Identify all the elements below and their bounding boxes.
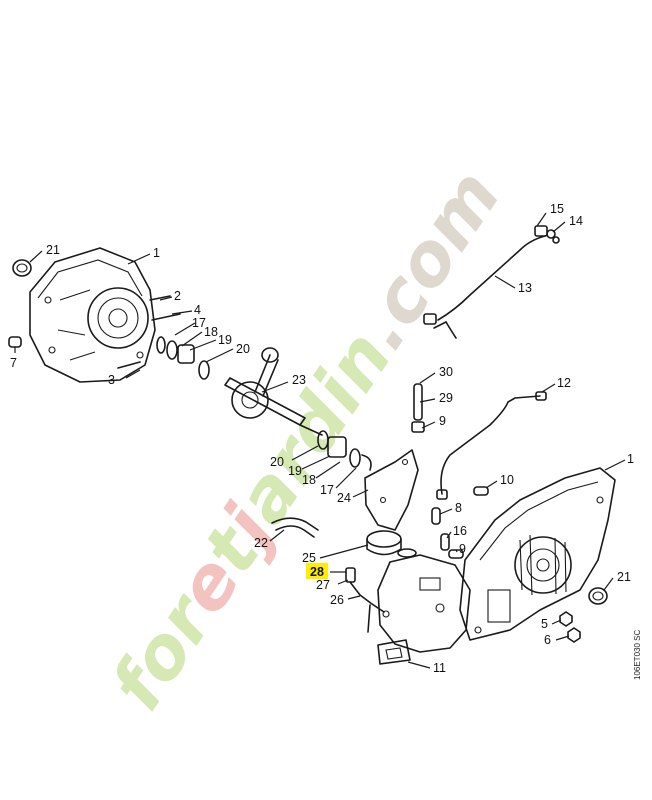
crankcase-half-left xyxy=(29,247,156,383)
pickup-line xyxy=(345,567,390,633)
callout-21-right[interactable]: 21 xyxy=(617,570,631,584)
filler-cap xyxy=(366,530,417,558)
callout-19-upper[interactable]: 19 xyxy=(218,333,232,347)
callout-29[interactable]: 29 xyxy=(439,391,453,405)
oil-seal-right xyxy=(588,587,608,605)
callout-3[interactable]: 3 xyxy=(108,373,115,387)
impulse-fitting xyxy=(411,383,425,433)
nuts xyxy=(559,611,581,643)
oil-seal-left xyxy=(12,259,32,277)
callout-19-lower[interactable]: 19 xyxy=(288,464,302,478)
fuel-line xyxy=(423,225,560,339)
watermark-text: foretjardin.com xyxy=(94,155,516,725)
callout-27[interactable]: 27 xyxy=(316,578,330,592)
callout-9-upper[interactable]: 9 xyxy=(439,414,446,428)
callout-30[interactable]: 30 xyxy=(439,365,453,379)
crankshaft xyxy=(224,347,323,436)
screws-left xyxy=(117,295,181,369)
callout-16[interactable]: 16 xyxy=(453,524,467,538)
hose xyxy=(271,517,319,538)
callout-14[interactable]: 14 xyxy=(569,214,583,228)
callout-10[interactable]: 10 xyxy=(500,473,514,487)
oil-line xyxy=(436,391,547,500)
callout-highlight xyxy=(306,563,328,579)
callout-18-upper[interactable]: 18 xyxy=(204,325,218,339)
callout-11[interactable]: 11 xyxy=(433,661,446,675)
callout-5[interactable]: 5 xyxy=(541,617,548,631)
callout-21-left[interactable]: 21 xyxy=(46,243,60,257)
watermark: foretjardin.com xyxy=(94,155,516,725)
callout-15[interactable]: 15 xyxy=(550,202,564,216)
callout-22[interactable]: 22 xyxy=(254,536,268,550)
tank-housing xyxy=(377,554,471,665)
fitting-10 xyxy=(473,486,489,496)
callout-8[interactable]: 8 xyxy=(455,501,462,515)
callout-1-right[interactable]: 1 xyxy=(627,452,634,466)
callout-6[interactable]: 6 xyxy=(544,633,551,647)
callout-labels: 21 1 2 4 17 18 19 20 7 3 23 20 19 18 17 … xyxy=(10,202,634,675)
callout-20-lower[interactable]: 20 xyxy=(270,455,284,469)
callout-4[interactable]: 4 xyxy=(194,303,201,317)
callout-23[interactable]: 23 xyxy=(292,373,306,387)
callout-7[interactable]: 7 xyxy=(10,356,17,370)
callout-9-lower[interactable]: 9 xyxy=(459,542,466,556)
callout-2[interactable]: 2 xyxy=(174,289,181,303)
drawing-code: 106ET030 SC xyxy=(633,630,642,680)
callout-24[interactable]: 24 xyxy=(337,491,351,505)
plug xyxy=(8,336,22,348)
callout-13[interactable]: 13 xyxy=(518,281,532,295)
callout-12[interactable]: 12 xyxy=(557,376,571,390)
callout-17-lower[interactable]: 17 xyxy=(320,483,334,497)
crankcase-half-right xyxy=(459,467,616,641)
bearing-stack-right xyxy=(317,430,372,471)
callout-1-left[interactable]: 1 xyxy=(153,246,160,260)
leader-lines xyxy=(14,212,626,669)
callout-28[interactable]: 28 xyxy=(310,565,324,579)
bearing-stack-left xyxy=(156,336,210,380)
callout-17-upper[interactable]: 17 xyxy=(192,316,206,330)
gasket xyxy=(364,449,419,531)
callout-26[interactable]: 26 xyxy=(330,593,344,607)
callout-20-upper[interactable]: 20 xyxy=(236,342,250,356)
callout-18-lower[interactable]: 18 xyxy=(302,473,316,487)
callout-25[interactable]: 25 xyxy=(302,551,316,565)
